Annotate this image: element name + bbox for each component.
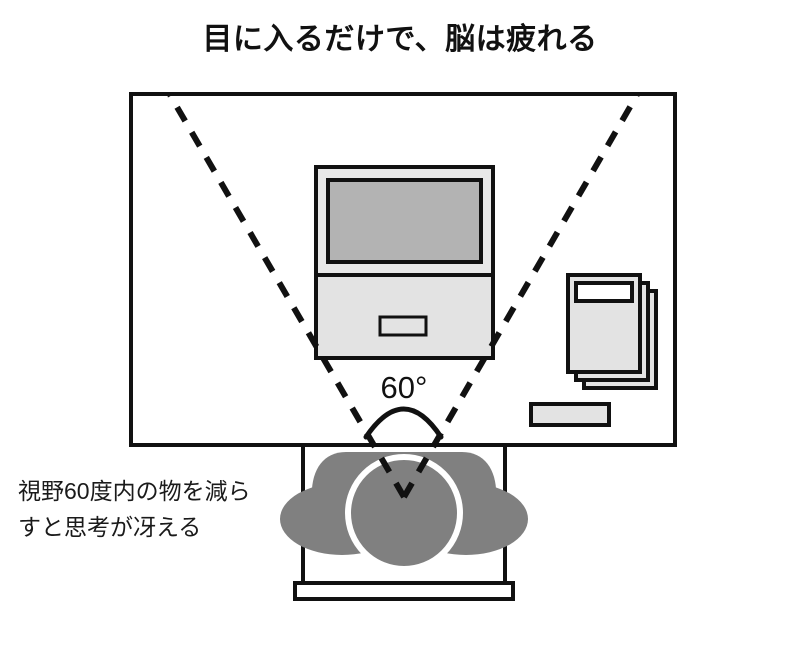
- figure-caption: 視野60度内の物を減らすと思考が冴える: [18, 478, 251, 540]
- chair-backrest: [293, 581, 515, 601]
- vision-cone-right-line: [401, 93, 640, 499]
- laptop-trackpad: [378, 315, 428, 337]
- vision-cone-left-line: [167, 93, 407, 499]
- figure-title: 目に入るだけで、脳は疲れる: [202, 23, 598, 56]
- desk-item-rectangle: [529, 402, 611, 427]
- laptop-screen: [326, 178, 483, 264]
- person-top-view: [280, 452, 528, 572]
- paper-label-box: [574, 281, 634, 303]
- angle-label-60-degrees: 60°: [381, 370, 428, 405]
- vision-angle-arc: [363, 406, 444, 440]
- person-head: [345, 454, 463, 572]
